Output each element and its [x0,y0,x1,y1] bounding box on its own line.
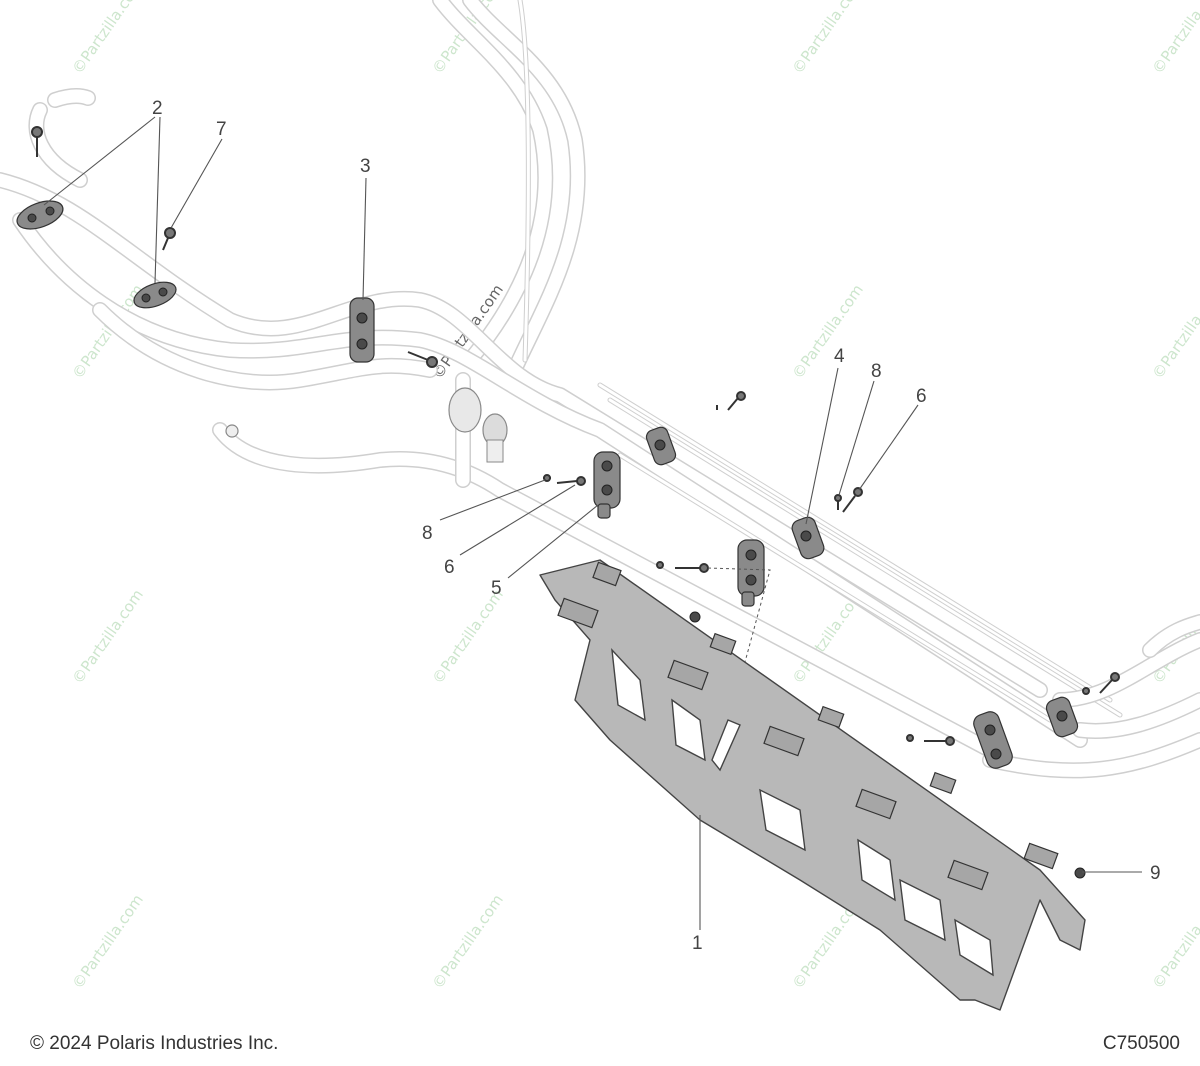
watermark: ©Partzilla.com [1149,281,1200,382]
clamp-5 [593,451,621,519]
leader-lines [43,116,1142,930]
watermark: ©Partzilla.com [69,586,147,687]
bolt-3 [407,351,438,368]
bolt-8-right [834,494,842,510]
clamps [16,200,1079,769]
bolt-6-right [842,487,863,513]
line-support-bracket [539,559,1086,1011]
callout-9: 9 [1150,863,1161,884]
watermark: ©Partzilla.com [429,891,507,992]
fuel-brake-lines [0,0,1200,779]
watermark: ©Partzilla.com [789,0,867,77]
bolt-right-2 [906,734,955,746]
copyright-notice: © 2024 Polaris Industries Inc. [30,1033,279,1054]
watermark: ©Partzilla.com [789,281,867,382]
watermark: ©Partzilla.com [69,891,147,992]
bolt-center [656,561,709,573]
bolt-upper-mid [716,391,746,411]
callout-5: 5 [491,578,502,599]
callout-7: 7 [216,119,227,140]
callout-6: 6 [444,557,455,578]
fastener-9 [1074,867,1086,879]
callout-6: 6 [916,386,927,407]
callout-1: 1 [692,933,703,954]
clamp-upper-right [645,426,677,466]
clamp-mid [737,539,765,607]
fitting [448,387,508,463]
clamp-right-end [1045,696,1079,738]
callout-labels: 2 7 3 4 8 6 8 6 5 9 1 [152,98,1161,954]
callout-2: 2 [152,98,163,119]
bolt-6-left [556,476,586,486]
clamp-right-lower [973,711,1013,769]
callout-8: 8 [422,523,433,544]
clamp-2-lower [133,281,177,309]
callout-4: 4 [834,346,845,367]
watermark: ©Partzilla.com [69,0,147,77]
bolt-left-top [31,126,43,157]
watermark: ©Partzilla.com [1149,891,1200,992]
bolt-7 [162,227,176,251]
watermark: ©Partzilla.com [429,586,507,687]
bolt-8-left [543,474,551,482]
callout-8: 8 [871,361,882,382]
clamp-4 [791,516,825,560]
fastener-bracket-1 [689,611,701,623]
clamp-3 [349,297,375,363]
watermark: ©Partzilla.com [1149,0,1200,77]
figure-id: C750500 [1102,1033,1180,1054]
bolt-right-1 [1082,672,1120,695]
callout-3: 3 [360,156,371,177]
clamp-2-upper [16,200,64,230]
bolts [31,126,1120,916]
